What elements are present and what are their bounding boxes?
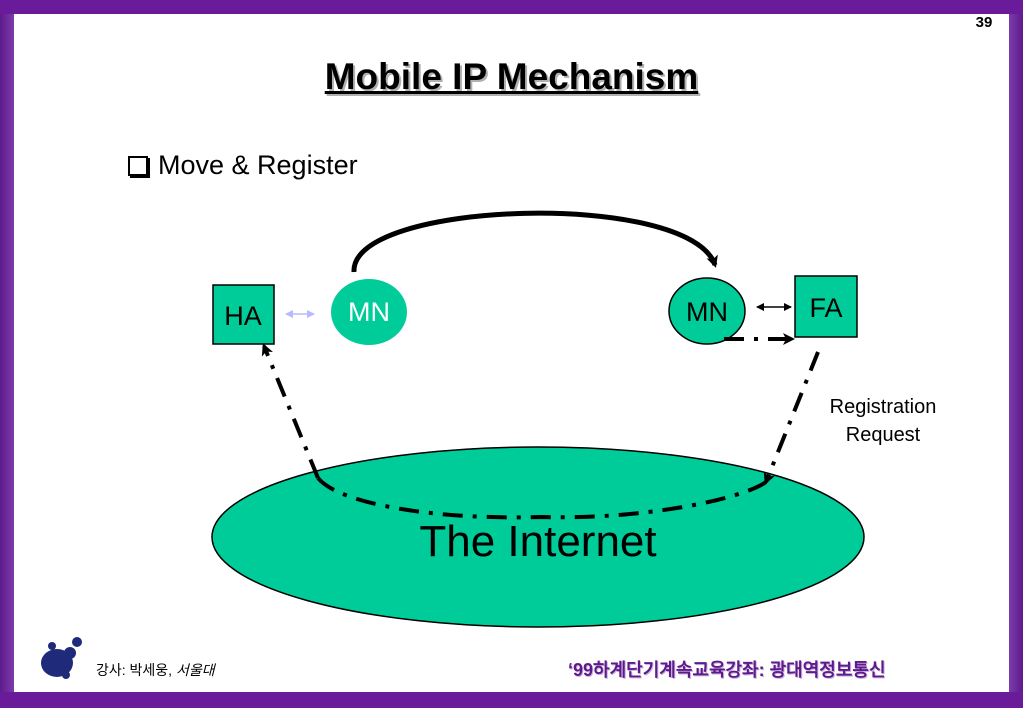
internet-label: The Internet [419,517,656,566]
foreign-agent-label: FA [809,293,842,323]
lecturer-affiliation: 서울대 [175,662,215,678]
footer-course: ‘99하계단기계속교육강좌: 광대역정보통신 [568,660,886,680]
checkbox-bullet-icon [128,155,148,176]
page-number: 39 [975,14,993,31]
mobile-node-old-label: MN [348,297,390,327]
registration-label-line1: Registration [830,396,937,418]
bullet-text: Move & Register [158,150,358,180]
mobile-node-new-label: MN [686,297,728,327]
internet-cloud [211,446,865,628]
registration-label-line2: Request [846,424,921,446]
mobile-node-old [331,279,407,345]
lecturer-name: 강사: 박세웅, [96,662,176,678]
registration-path-internet-to-ha [261,343,320,479]
home-agent-box [212,284,275,345]
top-border [0,0,1023,14]
footer-lecturer: 강사: 박세웅, 서울대 [96,660,215,680]
home-agent-label: HA [224,301,262,331]
bottom-border [0,692,1023,708]
university-logo-icon [41,637,82,679]
bullet-item: Move & Register [128,150,358,181]
slide-title: Mobile IP Mechanism [324,56,699,97]
move-arrow [351,210,718,273]
registration-path-fa-to-internet [763,351,820,485]
registration-path-internet-arc [316,476,768,520]
mobile-node-new [668,277,746,345]
foreign-agent-box [794,275,858,338]
